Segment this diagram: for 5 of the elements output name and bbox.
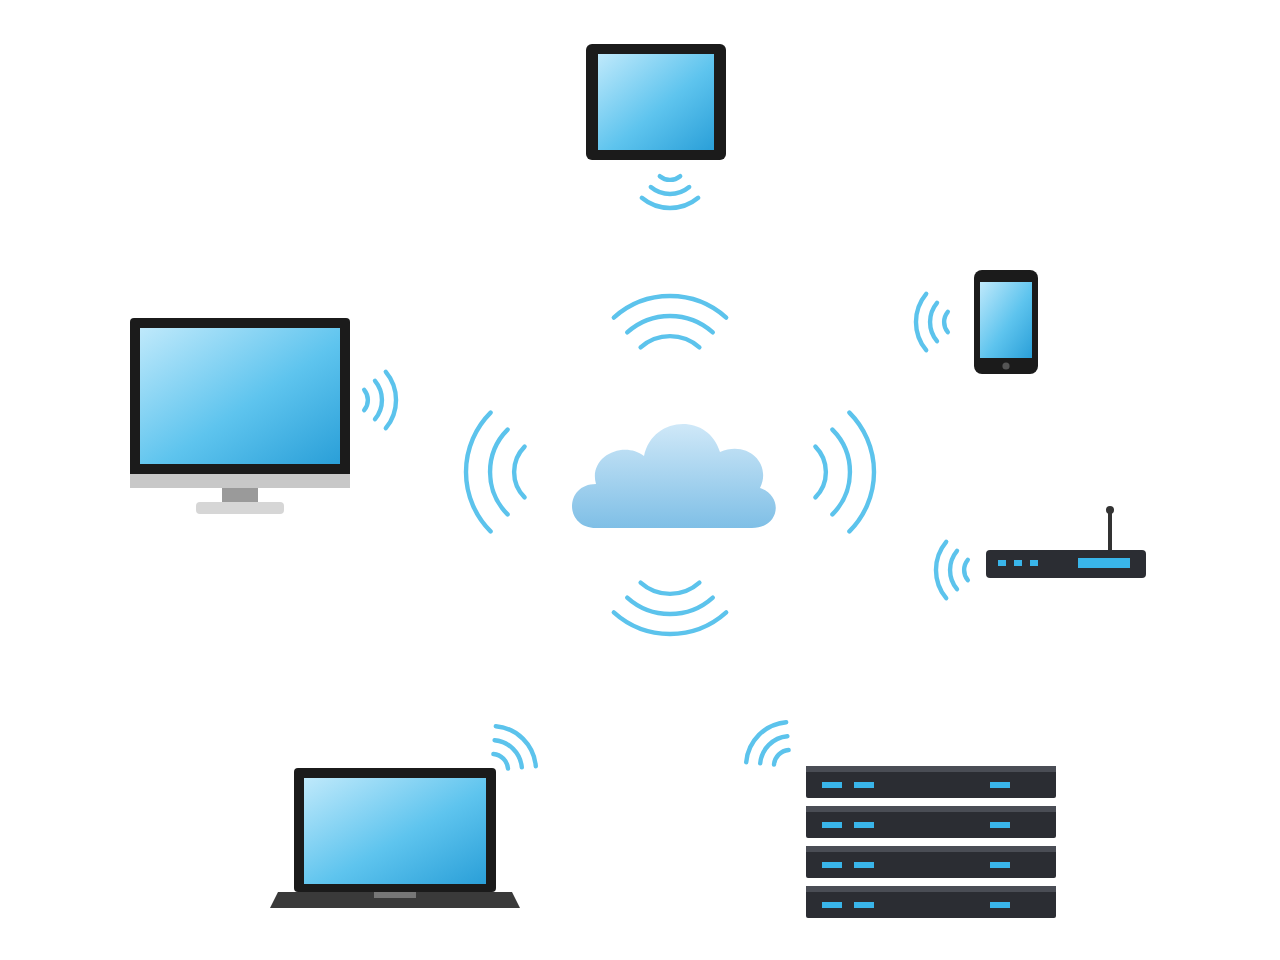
phone-drawing (974, 270, 1038, 374)
tablet-drawing (586, 44, 726, 160)
server-drawing (806, 766, 1056, 922)
laptop-drawing (270, 766, 520, 914)
monitor-drawing (130, 316, 350, 516)
